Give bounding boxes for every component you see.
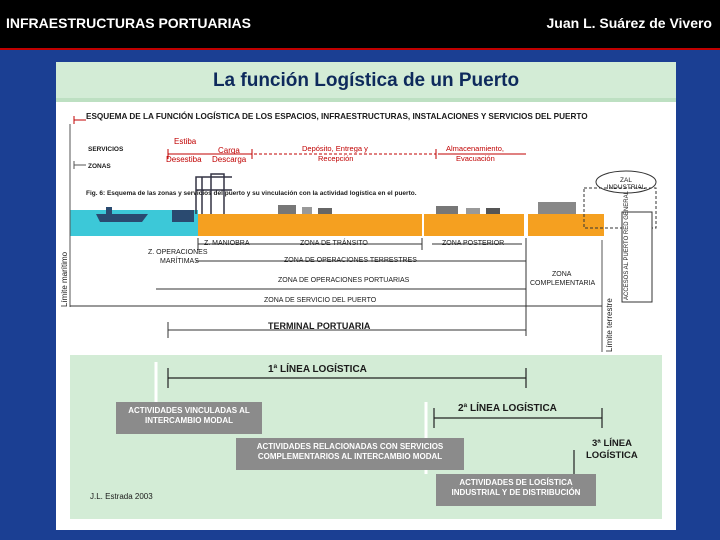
rear-area	[424, 214, 524, 236]
header-divider	[0, 48, 720, 50]
scheme-title: ESQUEMA DE LA FUNCIÓN LOGÍSTICA DE LOS E…	[86, 112, 588, 121]
service-carga: Carga	[218, 146, 240, 155]
barge-icon	[172, 210, 194, 222]
activities-box-3-line-2: INDUSTRIAL Y DE DISTRIBUCIÓN	[436, 488, 596, 498]
header-bar: INFRAESTRUCTURAS PORTUARIAS Juan L. Suár…	[0, 0, 720, 48]
activities-box-1-line-2: INTERCAMBIO MODAL	[116, 416, 262, 426]
third-logistics-line-1: 3ª LÍNEA	[592, 438, 632, 449]
ship-icon	[96, 214, 148, 222]
activities-box-3: ACTIVIDADES DE LOGÍSTICA INDUSTRIAL Y DE…	[436, 474, 596, 506]
industrial-building-icon	[538, 202, 576, 214]
zone-transito: ZONA DE TRÁNSITO	[300, 240, 368, 247]
zone-ops-maritimas-2: MARÍTIMAS	[160, 258, 199, 265]
zone-servicio-puerto: ZONA DE SERVICIO DEL PUERTO	[264, 297, 376, 304]
land-limit-label: Límite terrestre	[605, 298, 614, 352]
second-logistics-line: 2ª LÍNEA LOGÍSTICA	[458, 403, 557, 414]
zal-label: ZAL INDUSTRIAL	[604, 177, 648, 191]
third-logistics-line-2: LOGÍSTICA	[586, 450, 638, 461]
zone-complementaria-2: COMPLEMENTARIA	[530, 280, 595, 287]
activities-box-3-line-1: ACTIVIDADES DE LOGÍSTICA	[436, 478, 596, 488]
zone-ops-terrestres: ZONA DE OPERACIONES TERRESTRES	[284, 257, 417, 264]
legend-services: SERVICIOS	[88, 146, 123, 153]
activities-box-2-line-1: ACTIVIDADES RELACIONADAS CON SERVICIOS	[236, 442, 464, 452]
terminal-label: TERMINAL PORTUARIA	[268, 321, 370, 331]
zone-maniobra: Z. MANIOBRA	[204, 240, 250, 247]
access-label: ACCESOS AL PUERTO RED GENERAL	[624, 191, 630, 300]
header-author: Juan L. Suárez de Vivero	[547, 15, 712, 31]
activities-box-2-line-2: COMPLEMENTARIOS AL INTERCAMBIO MODAL	[236, 452, 464, 462]
service-deposito: Depósito, Entrega y	[302, 144, 368, 153]
service-almacenamiento: Almacenamiento,	[446, 144, 504, 153]
zone-complementaria-1: ZONA	[552, 271, 571, 278]
service-descarga: Descarga	[212, 155, 246, 164]
legend-zones: ZONAS	[88, 163, 111, 170]
activities-box-1-line-1: ACTIVIDADES VINCULADAS AL	[116, 406, 262, 416]
activities-box-1: ACTIVIDADES VINCULADAS AL INTERCAMBIO MO…	[116, 402, 262, 434]
zone-ops-maritimas-1: Z. OPERACIONES	[148, 249, 208, 256]
complementary-area	[528, 214, 604, 236]
zone-ops-portuarias: ZONA DE OPERACIONES PORTUARIAS	[278, 277, 409, 284]
slide-panel: La función Logística de un Puerto	[56, 62, 676, 530]
credit-label: J.L. Estrada 2003	[90, 492, 153, 501]
activities-box-2: ACTIVIDADES RELACIONADAS CON SERVICIOS C…	[236, 438, 464, 470]
quay-area	[198, 214, 422, 236]
service-desestiba: Desestiba	[166, 155, 202, 164]
first-logistics-line: 1ª LÍNEA LOGÍSTICA	[268, 364, 367, 375]
warehouse-icon	[278, 205, 296, 214]
zone-posterior: ZONA POSTERIOR	[442, 240, 504, 247]
service-recepcion: Recepción	[318, 154, 353, 163]
maritime-limit-label: Límite marítimo	[60, 252, 69, 307]
figure-caption: Fig. 6: Esquema de las zonas y servicios…	[86, 190, 417, 197]
service-estiba: Estiba	[174, 137, 196, 146]
header-title: INFRAESTRUCTURAS PORTUARIAS	[6, 15, 251, 31]
service-evacuacion: Evacuación	[456, 154, 495, 163]
